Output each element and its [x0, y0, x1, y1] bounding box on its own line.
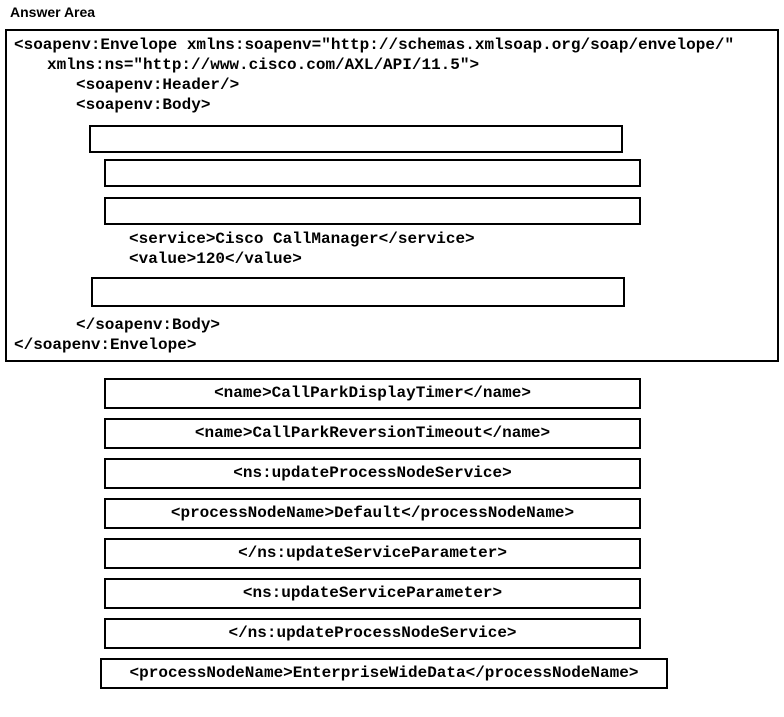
- code-line-envelope-open: <soapenv:Envelope xmlns:soapenv=″http://…: [14, 36, 735, 54]
- drag-option-1[interactable]: <name>CallParkDisplayTimer</name>: [104, 378, 641, 409]
- drop-target-2[interactable]: [104, 159, 641, 187]
- code-line-body-open: <soapenv:Body>: [76, 96, 211, 114]
- code-line-header: <soapenv:Header/>: [76, 76, 240, 94]
- drop-target-1[interactable]: [89, 125, 623, 153]
- answer-area-title: Answer Area: [10, 4, 96, 20]
- drop-target-3[interactable]: [104, 197, 641, 225]
- answer-area-panel: <soapenv:Envelope xmlns:soapenv=″http://…: [5, 29, 779, 362]
- drag-option-6[interactable]: <ns:updateServiceParameter>: [104, 578, 641, 609]
- drag-option-2[interactable]: <name>CallParkReversionTimeout</name>: [104, 418, 641, 449]
- code-line-xmlns-ns: xmlns:ns=″http://www.cisco.com/AXL/API/1…: [47, 56, 480, 74]
- code-line-body-close: </soapenv:Body>: [76, 316, 221, 334]
- drag-option-8[interactable]: <processNodeName>EnterpriseWideData</pro…: [100, 658, 668, 689]
- drag-option-7[interactable]: </ns:updateProcessNodeService>: [104, 618, 641, 649]
- code-line-value: <value>120</value>: [129, 250, 302, 268]
- code-line-service: <service>Cisco CallManager</service>: [129, 230, 475, 248]
- drag-option-3[interactable]: <ns:updateProcessNodeService>: [104, 458, 641, 489]
- drag-option-5[interactable]: </ns:updateServiceParameter>: [104, 538, 641, 569]
- code-line-envelope-close: </soapenv:Envelope>: [14, 336, 197, 354]
- drag-option-4[interactable]: <processNodeName>Default</processNodeNam…: [104, 498, 641, 529]
- drop-target-4[interactable]: [91, 277, 625, 307]
- options-list: <name>CallParkDisplayTimer</name> <name>…: [100, 378, 784, 689]
